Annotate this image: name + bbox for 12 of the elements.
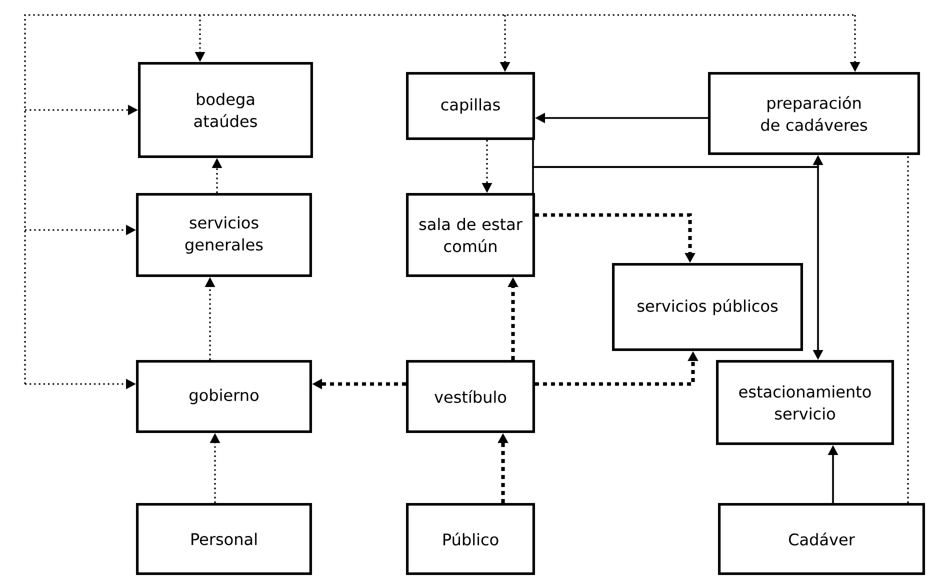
room-box: servicios públicos: [612, 263, 803, 351]
room-box: sala de estar común: [406, 193, 535, 277]
room-box: gobierno: [136, 360, 312, 433]
room-box: Personal: [136, 503, 312, 575]
room-box: vestíbulo: [406, 360, 535, 433]
room-box: servicios generales: [136, 193, 312, 277]
room-box: preparación de cadáveres: [708, 72, 920, 155]
room-box: Público: [406, 503, 535, 575]
room-box: capillas: [406, 72, 535, 140]
room-box: bodega ataúdes: [138, 62, 313, 158]
room-box: Cadáver: [718, 503, 925, 575]
room-box: estacionamiento servicio: [716, 360, 894, 445]
